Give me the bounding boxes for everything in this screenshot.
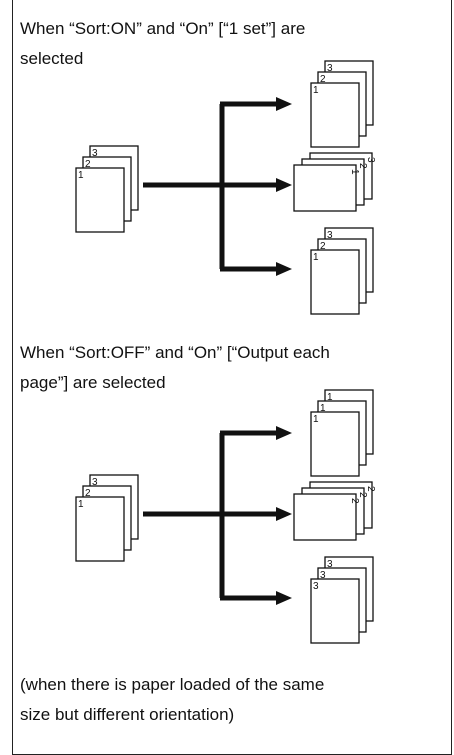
paper-sheet	[310, 249, 360, 315]
paper-sheet	[75, 167, 125, 233]
page-number: 2	[85, 488, 91, 499]
paper-sheet	[293, 493, 357, 541]
page-number: 1	[327, 392, 333, 403]
section1-output-stack-1: 321	[310, 60, 374, 148]
section1-output-stack-2: 321	[293, 152, 376, 212]
page-number: 2	[357, 492, 368, 498]
page-number: 1	[313, 85, 319, 96]
paper-sheet	[310, 411, 360, 477]
section2-arrowhead	[276, 507, 292, 521]
paper-sheet	[310, 82, 360, 148]
page-number: 1	[320, 403, 326, 414]
page-number: 3	[365, 157, 376, 163]
page-number: 2	[320, 241, 326, 252]
page-number: 2	[365, 486, 376, 492]
section1-caption: When “Sort:ON” and “On” [“1 set”] are se…	[20, 14, 305, 74]
section2-caption: When “Sort:OFF” and “On” [“Output each p…	[20, 338, 330, 398]
page-number: 1	[313, 414, 319, 425]
section1-output-stack-3: 321	[310, 227, 374, 315]
section2-arrowhead	[276, 591, 292, 605]
section2-input-stack: 321	[75, 474, 139, 562]
section1-input-stack: 321	[75, 145, 139, 233]
section2-caption-line1: When “Sort:OFF” and “On” [“Output each	[20, 343, 330, 362]
page-number: 1	[78, 499, 84, 510]
page-number: 2	[320, 74, 326, 85]
page-number: 2	[349, 498, 360, 504]
page-number: 2	[357, 163, 368, 169]
section2-arrowhead	[276, 426, 292, 440]
page-number: 3	[92, 477, 98, 488]
page-number: 1	[313, 252, 319, 263]
section2-output-stack-2: 222	[293, 481, 376, 541]
paper-sheet	[75, 496, 125, 562]
page-number: 3	[327, 230, 333, 241]
section1-arrowhead	[276, 178, 292, 192]
footnote: (when there is paper loaded of the same …	[20, 670, 324, 730]
footnote-line1: (when there is paper loaded of the same	[20, 675, 325, 694]
page-number: 1	[78, 170, 84, 181]
section1-caption-line1: When “Sort:ON” and “On” [“1 set”] are	[20, 19, 306, 38]
page-number: 2	[85, 159, 91, 170]
paper-sheet	[310, 578, 360, 644]
page-number: 1	[349, 169, 360, 175]
section1-arrowhead	[276, 262, 292, 276]
section1-caption-line2: selected	[20, 49, 84, 68]
section2-output-stack-1: 111	[310, 389, 374, 477]
footnote-line2: size but different orientation)	[20, 705, 235, 724]
section2-output-stack-3: 333	[310, 556, 374, 644]
page-number: 3	[320, 570, 326, 581]
section2-caption-line2: page”] are selected	[20, 373, 166, 392]
paper-sheet	[293, 164, 357, 212]
section1-arrowhead	[276, 97, 292, 111]
page-number: 3	[327, 559, 333, 570]
page-number: 3	[327, 63, 333, 74]
page-number: 3	[313, 581, 319, 592]
page-number: 3	[92, 148, 98, 159]
